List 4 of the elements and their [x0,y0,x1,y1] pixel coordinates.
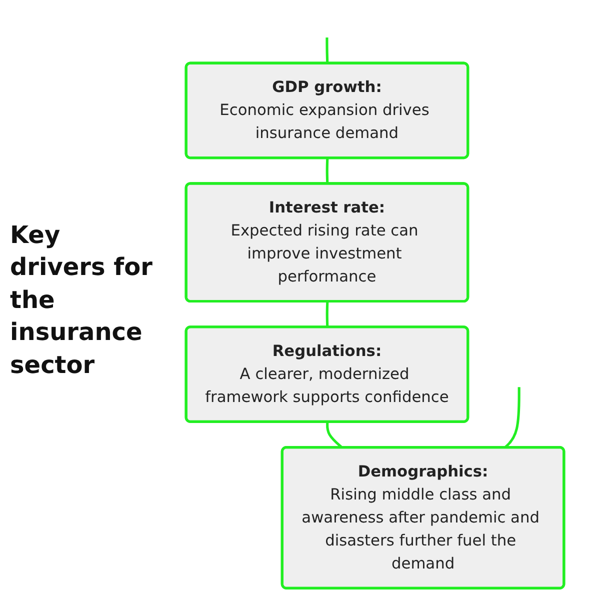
diagram-title: Key drivers for the insurance sector [9,220,154,381]
connector [326,37,329,64]
connector [326,302,329,328]
connector [326,158,329,184]
